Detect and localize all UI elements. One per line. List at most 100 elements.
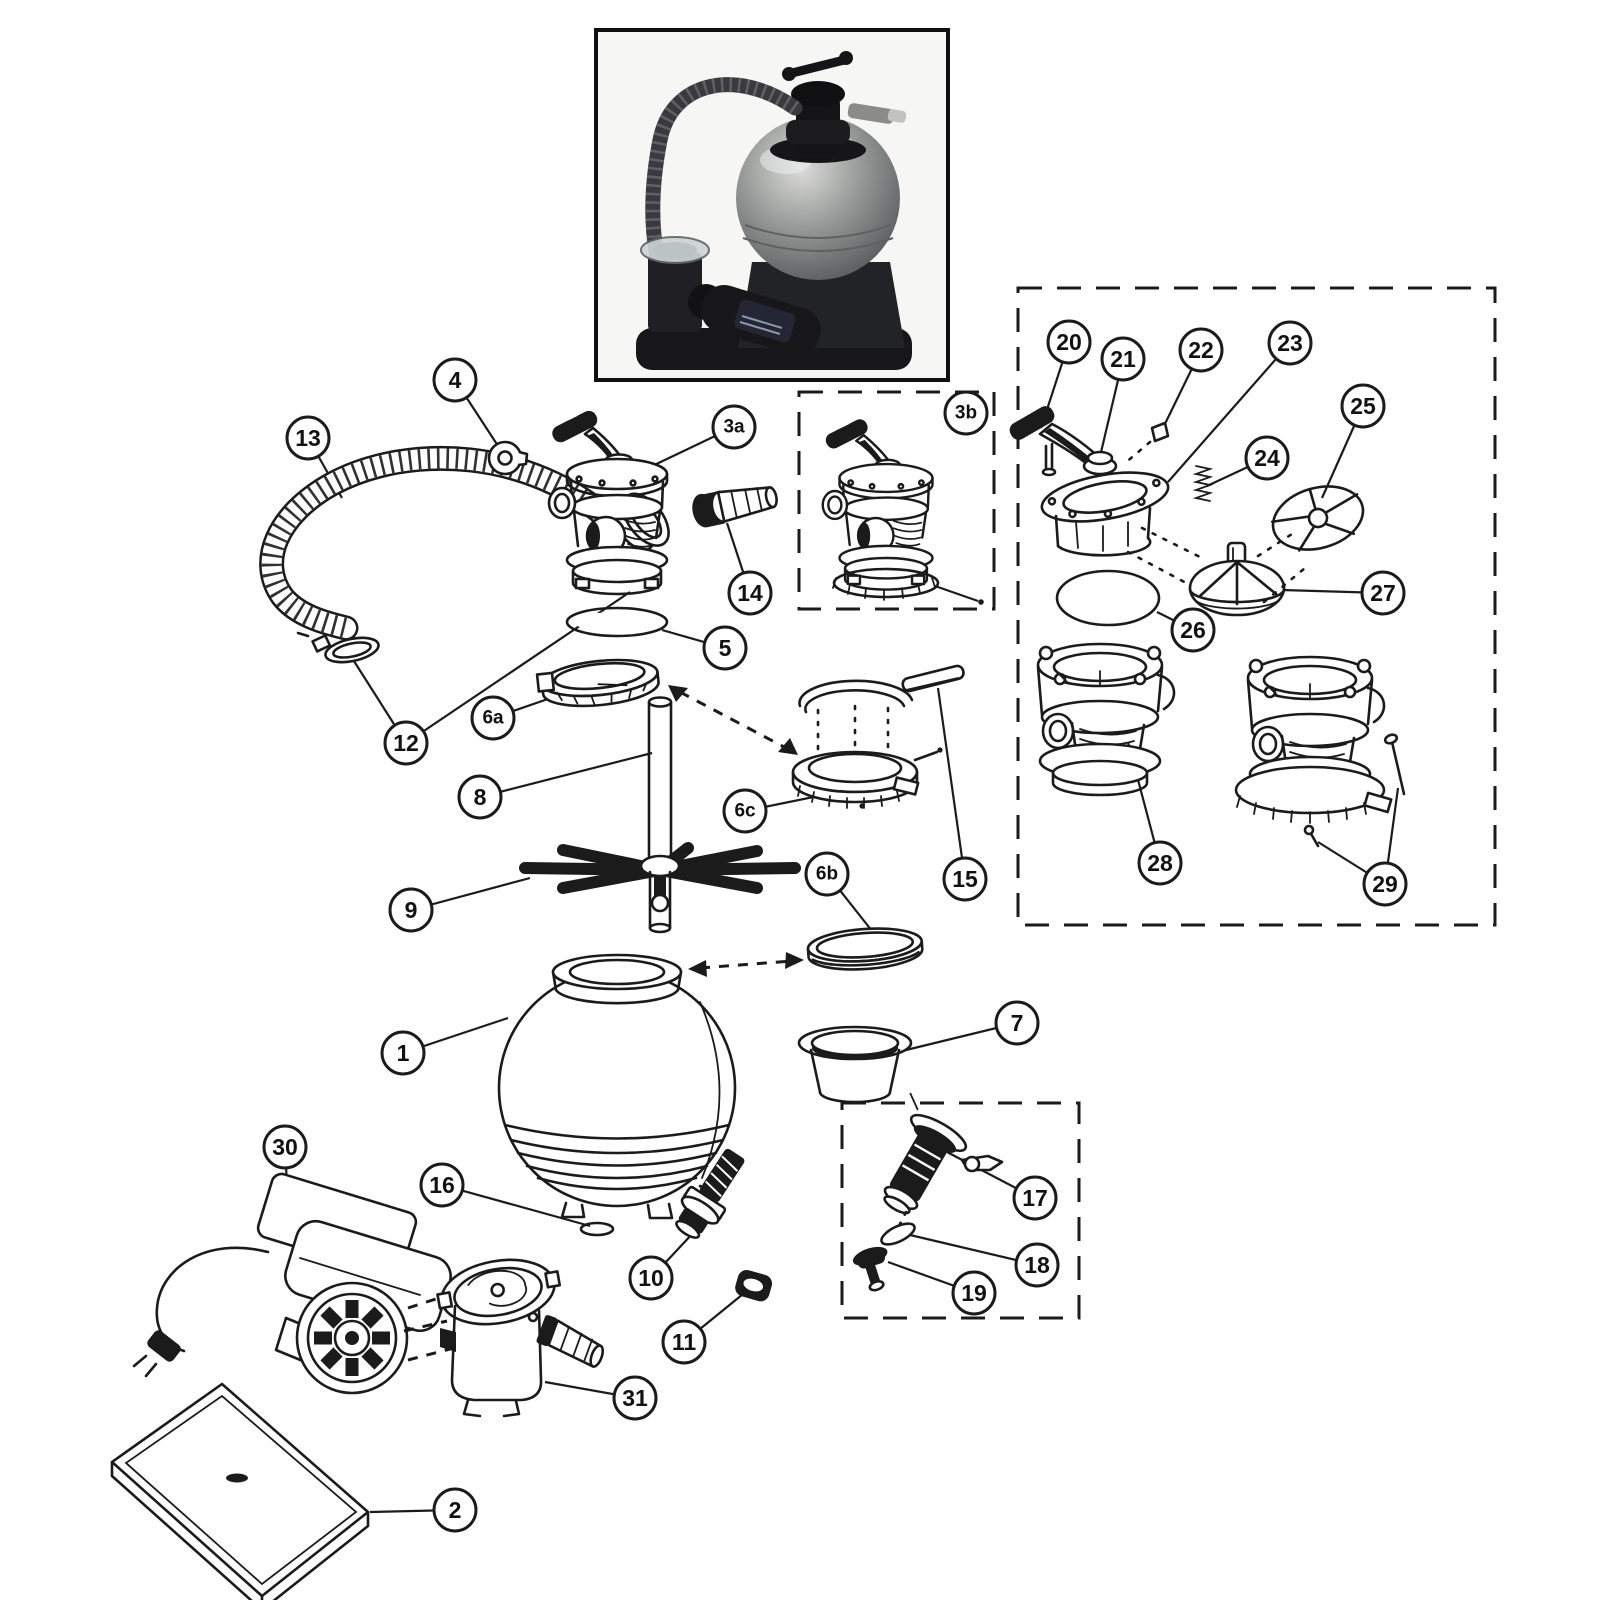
product-photo — [594, 28, 950, 382]
volute-spiral — [467, 1269, 528, 1307]
handle-pin — [1044, 442, 1054, 474]
callout-5: 5 — [702, 625, 748, 671]
svg-text:26: 26 — [1180, 617, 1206, 643]
part-base-plate — [110, 1382, 370, 1600]
svg-text:16: 16 — [429, 1172, 455, 1198]
pump-outlet — [536, 1315, 605, 1368]
svg-text:21: 21 — [1110, 346, 1136, 372]
clamp-screws — [1303, 733, 1406, 848]
part-drain-gasket — [579, 1221, 615, 1237]
svg-text:6b: 6b — [816, 864, 838, 885]
callout-11: 11 — [661, 1319, 707, 1365]
svg-text:22: 22 — [1188, 337, 1214, 363]
callout-24: 24 — [1244, 435, 1290, 481]
photo-strainer-pot — [648, 252, 702, 332]
callout-6b: 6b — [804, 851, 850, 897]
part-pin — [1122, 421, 1170, 466]
base-hole — [226, 1473, 248, 1483]
callout-15: 15 — [942, 856, 988, 902]
svg-text:2: 2 — [449, 1497, 462, 1523]
svg-text:9: 9 — [405, 897, 418, 923]
part-standpipe — [647, 696, 673, 858]
tank-seam — [699, 1001, 721, 1179]
part-clamp-wrench — [901, 664, 965, 693]
part-clamp-ring-6a — [535, 658, 660, 708]
callout-30: 30 — [262, 1124, 308, 1170]
svg-text:23: 23 — [1277, 330, 1303, 356]
svg-text:6c: 6c — [734, 801, 756, 822]
callout-9: 9 — [388, 887, 434, 933]
group-box-3b — [797, 390, 996, 611]
assembly-dotted-lines — [1126, 526, 1307, 604]
callout-19: 19 — [951, 1270, 997, 1316]
sight-glass-clip — [960, 1154, 1004, 1173]
svg-text:28: 28 — [1147, 850, 1173, 876]
part-diverter — [1188, 541, 1286, 617]
callout-3b: 3b — [943, 390, 989, 436]
callout-6c: 6c — [722, 788, 768, 834]
group-box-valve-exploded — [1016, 286, 1497, 927]
part-drain-adapter — [675, 1148, 745, 1239]
interchange-arrow-6a-6c — [668, 685, 798, 755]
callout-16: 16 — [419, 1162, 465, 1208]
callout-6a: 6a — [470, 695, 516, 741]
alignment-dashes — [403, 1293, 451, 1362]
rotor-spokes — [1075, 521, 1129, 552]
clamp-screw — [311, 634, 332, 653]
interchange-arrow-tank-6b — [688, 952, 804, 977]
callout-8: 8 — [457, 774, 503, 820]
svg-text:15: 15 — [952, 866, 978, 892]
callout-18: 18 — [1014, 1242, 1060, 1288]
svg-text:11: 11 — [672, 1329, 697, 1355]
callout-22: 22 — [1178, 327, 1224, 373]
part-sight-glass — [883, 1092, 968, 1215]
svg-text:5: 5 — [719, 635, 732, 661]
callout-28: 28 — [1137, 840, 1183, 886]
part-sight-glass-oring — [880, 1222, 916, 1246]
power-cord — [155, 1246, 270, 1353]
callout-7: 7 — [994, 1000, 1040, 1046]
part-sand-shield — [797, 1025, 913, 1104]
callout-26: 26 — [1170, 607, 1216, 653]
callout-14: 14 — [727, 570, 773, 616]
part-drain-plug-fitting — [852, 1246, 888, 1292]
part-cover-oring — [1055, 569, 1161, 627]
svg-text:17: 17 — [1022, 1185, 1048, 1211]
callout-4: 4 — [432, 357, 478, 403]
svg-text:25: 25 — [1350, 393, 1376, 419]
svg-text:6a: 6a — [482, 708, 504, 729]
part-motor — [132, 1172, 452, 1395]
tank-feet — [560, 1201, 674, 1220]
svg-text:3b: 3b — [955, 403, 977, 424]
svg-text:18: 18 — [1024, 1252, 1050, 1278]
callout-12: 12 — [383, 720, 429, 766]
clamp-latch — [535, 671, 556, 693]
callout-10: 10 — [628, 1255, 674, 1301]
part-cap — [735, 1269, 773, 1302]
part-flange-ring-6b — [806, 927, 924, 971]
svg-text:13: 13 — [295, 425, 321, 451]
callout-17: 17 — [1012, 1175, 1058, 1221]
svg-text:29: 29 — [1372, 871, 1398, 897]
group-box-sight-glass — [840, 1101, 1081, 1320]
callout-20: 20 — [1046, 319, 1092, 365]
callout-25: 25 — [1340, 383, 1386, 429]
photo-outlet-fitting — [847, 103, 895, 124]
callout-27: 27 — [1360, 570, 1406, 616]
part-multiport-valve-3b — [821, 415, 984, 605]
svg-text:30: 30 — [272, 1134, 298, 1160]
svg-text:8: 8 — [474, 784, 487, 810]
part-multiport-valve-3a — [547, 406, 669, 596]
part-spring — [1192, 465, 1214, 502]
callout-21: 21 — [1100, 336, 1146, 382]
part-valve-body-clamp-style — [1234, 655, 1406, 848]
part-clamp-ring-6c — [791, 664, 965, 809]
svg-text:1: 1 — [397, 1040, 410, 1066]
pump-feet — [462, 1398, 521, 1418]
svg-text:12: 12 — [393, 730, 419, 756]
part-valve-body — [1036, 642, 1176, 797]
svg-text:31: 31 — [622, 1385, 648, 1411]
callout-23: 23 — [1267, 320, 1313, 366]
